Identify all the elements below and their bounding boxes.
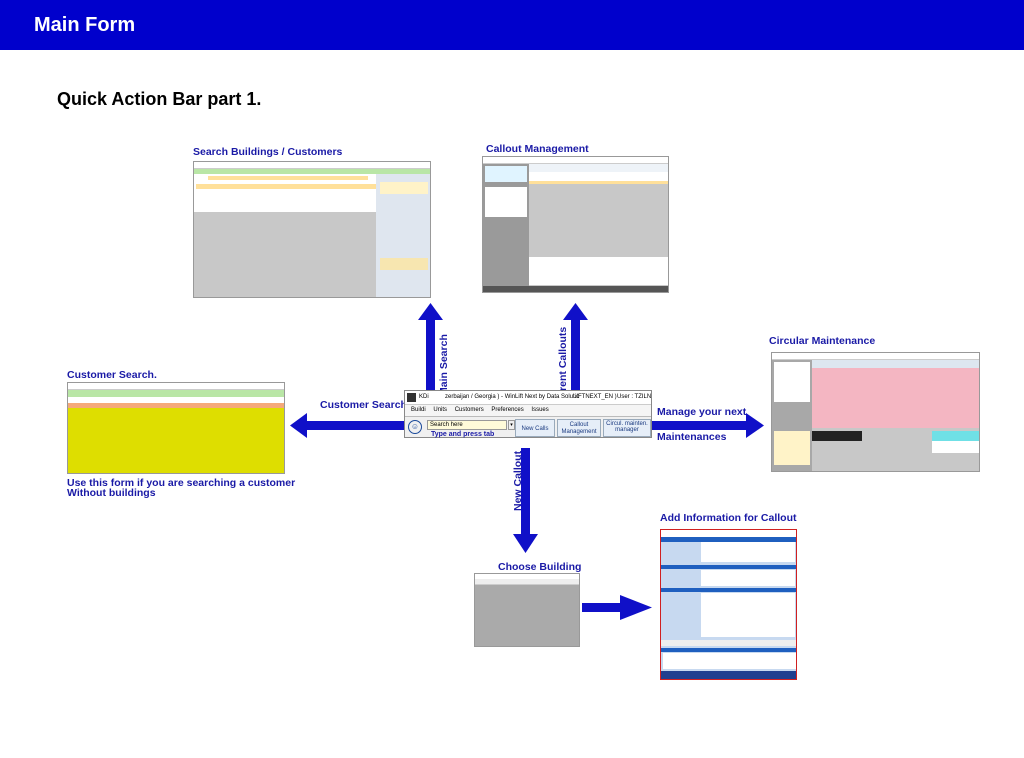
screenshot-add-information	[660, 529, 797, 680]
qab-title-left: KDi	[419, 394, 429, 400]
qab-title-right: LIFTNEXT_EN )	[573, 394, 617, 400]
search-dropdown-icon[interactable]: ▾	[508, 420, 515, 430]
search-placeholder: Search here	[430, 422, 463, 428]
search-hint: Type and press tab	[431, 431, 495, 438]
arrow-customer-search-head	[290, 413, 307, 438]
qab-menu-bar: Buildi Units Customers Preferences Issue…	[405, 405, 651, 417]
arrow-manage-maintenance-head	[746, 413, 764, 438]
qab-title-bar: KDi zerbaijan / Georgia ) - WinLift Next…	[405, 391, 651, 405]
arrow-to-add-info-head	[620, 595, 652, 620]
arrow-manage-maintenance	[640, 421, 748, 430]
caption-callout-management: Callout Management	[486, 143, 589, 155]
arrow-customer-search	[305, 421, 405, 430]
callout-management-label: Callout Management	[561, 422, 597, 435]
app-logo-icon	[407, 393, 416, 402]
quick-action-bar: KDi zerbaijan / Georgia ) - WinLift Next…	[404, 390, 652, 438]
qab-title-mid: zerbaijan / Georgia ) - WinLift Next by …	[445, 394, 580, 400]
caption-add-information: Add Information for Callout	[660, 512, 797, 524]
circular-maintenance-button[interactable]: Circul. mainten. manager	[603, 419, 651, 437]
arrow-new-callout	[521, 448, 530, 536]
caption-circular-maintenance: Circular Maintenance	[769, 335, 876, 347]
caption-choose-building: Choose Building	[498, 561, 582, 573]
new-calls-button[interactable]: New Calls	[515, 419, 555, 437]
caption-customer-note-1: Use this form if you are searching a cus…	[67, 477, 296, 489]
arrow-main-search	[426, 318, 435, 390]
caption-customer-search: Customer Search.	[67, 369, 157, 381]
arrow-to-add-info	[582, 603, 622, 612]
menu-item-customers[interactable]: Customers	[454, 407, 484, 413]
arrow-new-callout-head	[513, 534, 538, 553]
label-customer-search: Customer Search	[320, 399, 407, 411]
menu-item-preferences[interactable]: Preferences	[491, 407, 524, 413]
qab-user-label: User : TZILNAKI	[617, 394, 651, 400]
menu-item-issues[interactable]: Issues	[531, 407, 549, 413]
arrow-current-callouts-head	[563, 303, 588, 320]
search-input[interactable]: Search here	[427, 420, 507, 430]
qab-toolbar: ☺ Search here ▾ Type and press tab New C…	[405, 417, 651, 439]
screenshot-circular-maintenance	[771, 352, 980, 472]
section-subtitle: Quick Action Bar part 1.	[57, 89, 262, 109]
screenshot-customer-search	[67, 382, 285, 474]
menu-item-units[interactable]: Units	[433, 407, 448, 413]
label-manage-next-2: Maintenances	[657, 431, 727, 443]
smiley-icon[interactable]: ☺	[408, 420, 422, 434]
new-calls-label: New Calls	[521, 426, 549, 432]
screenshot-choose-building	[474, 573, 580, 647]
label-manage-next-1: Manage your next	[657, 406, 747, 418]
caption-customer-note-2: Without buildings	[67, 487, 156, 499]
screenshot-search-buildings	[193, 161, 431, 298]
arrow-current-callouts	[571, 318, 580, 390]
page-title: Main Form	[34, 14, 136, 36]
caption-search-buildings: Search Buildings / Customers	[193, 146, 343, 158]
screenshot-callout-management	[482, 156, 669, 293]
arrow-main-search-head	[418, 303, 443, 320]
menu-item-buildings[interactable]: Buildi	[411, 407, 426, 413]
callout-management-button[interactable]: Callout Management	[557, 419, 601, 437]
header-bar: Main Form	[0, 0, 1024, 50]
circular-maintenance-label: Circul. mainten. manager	[606, 421, 648, 433]
